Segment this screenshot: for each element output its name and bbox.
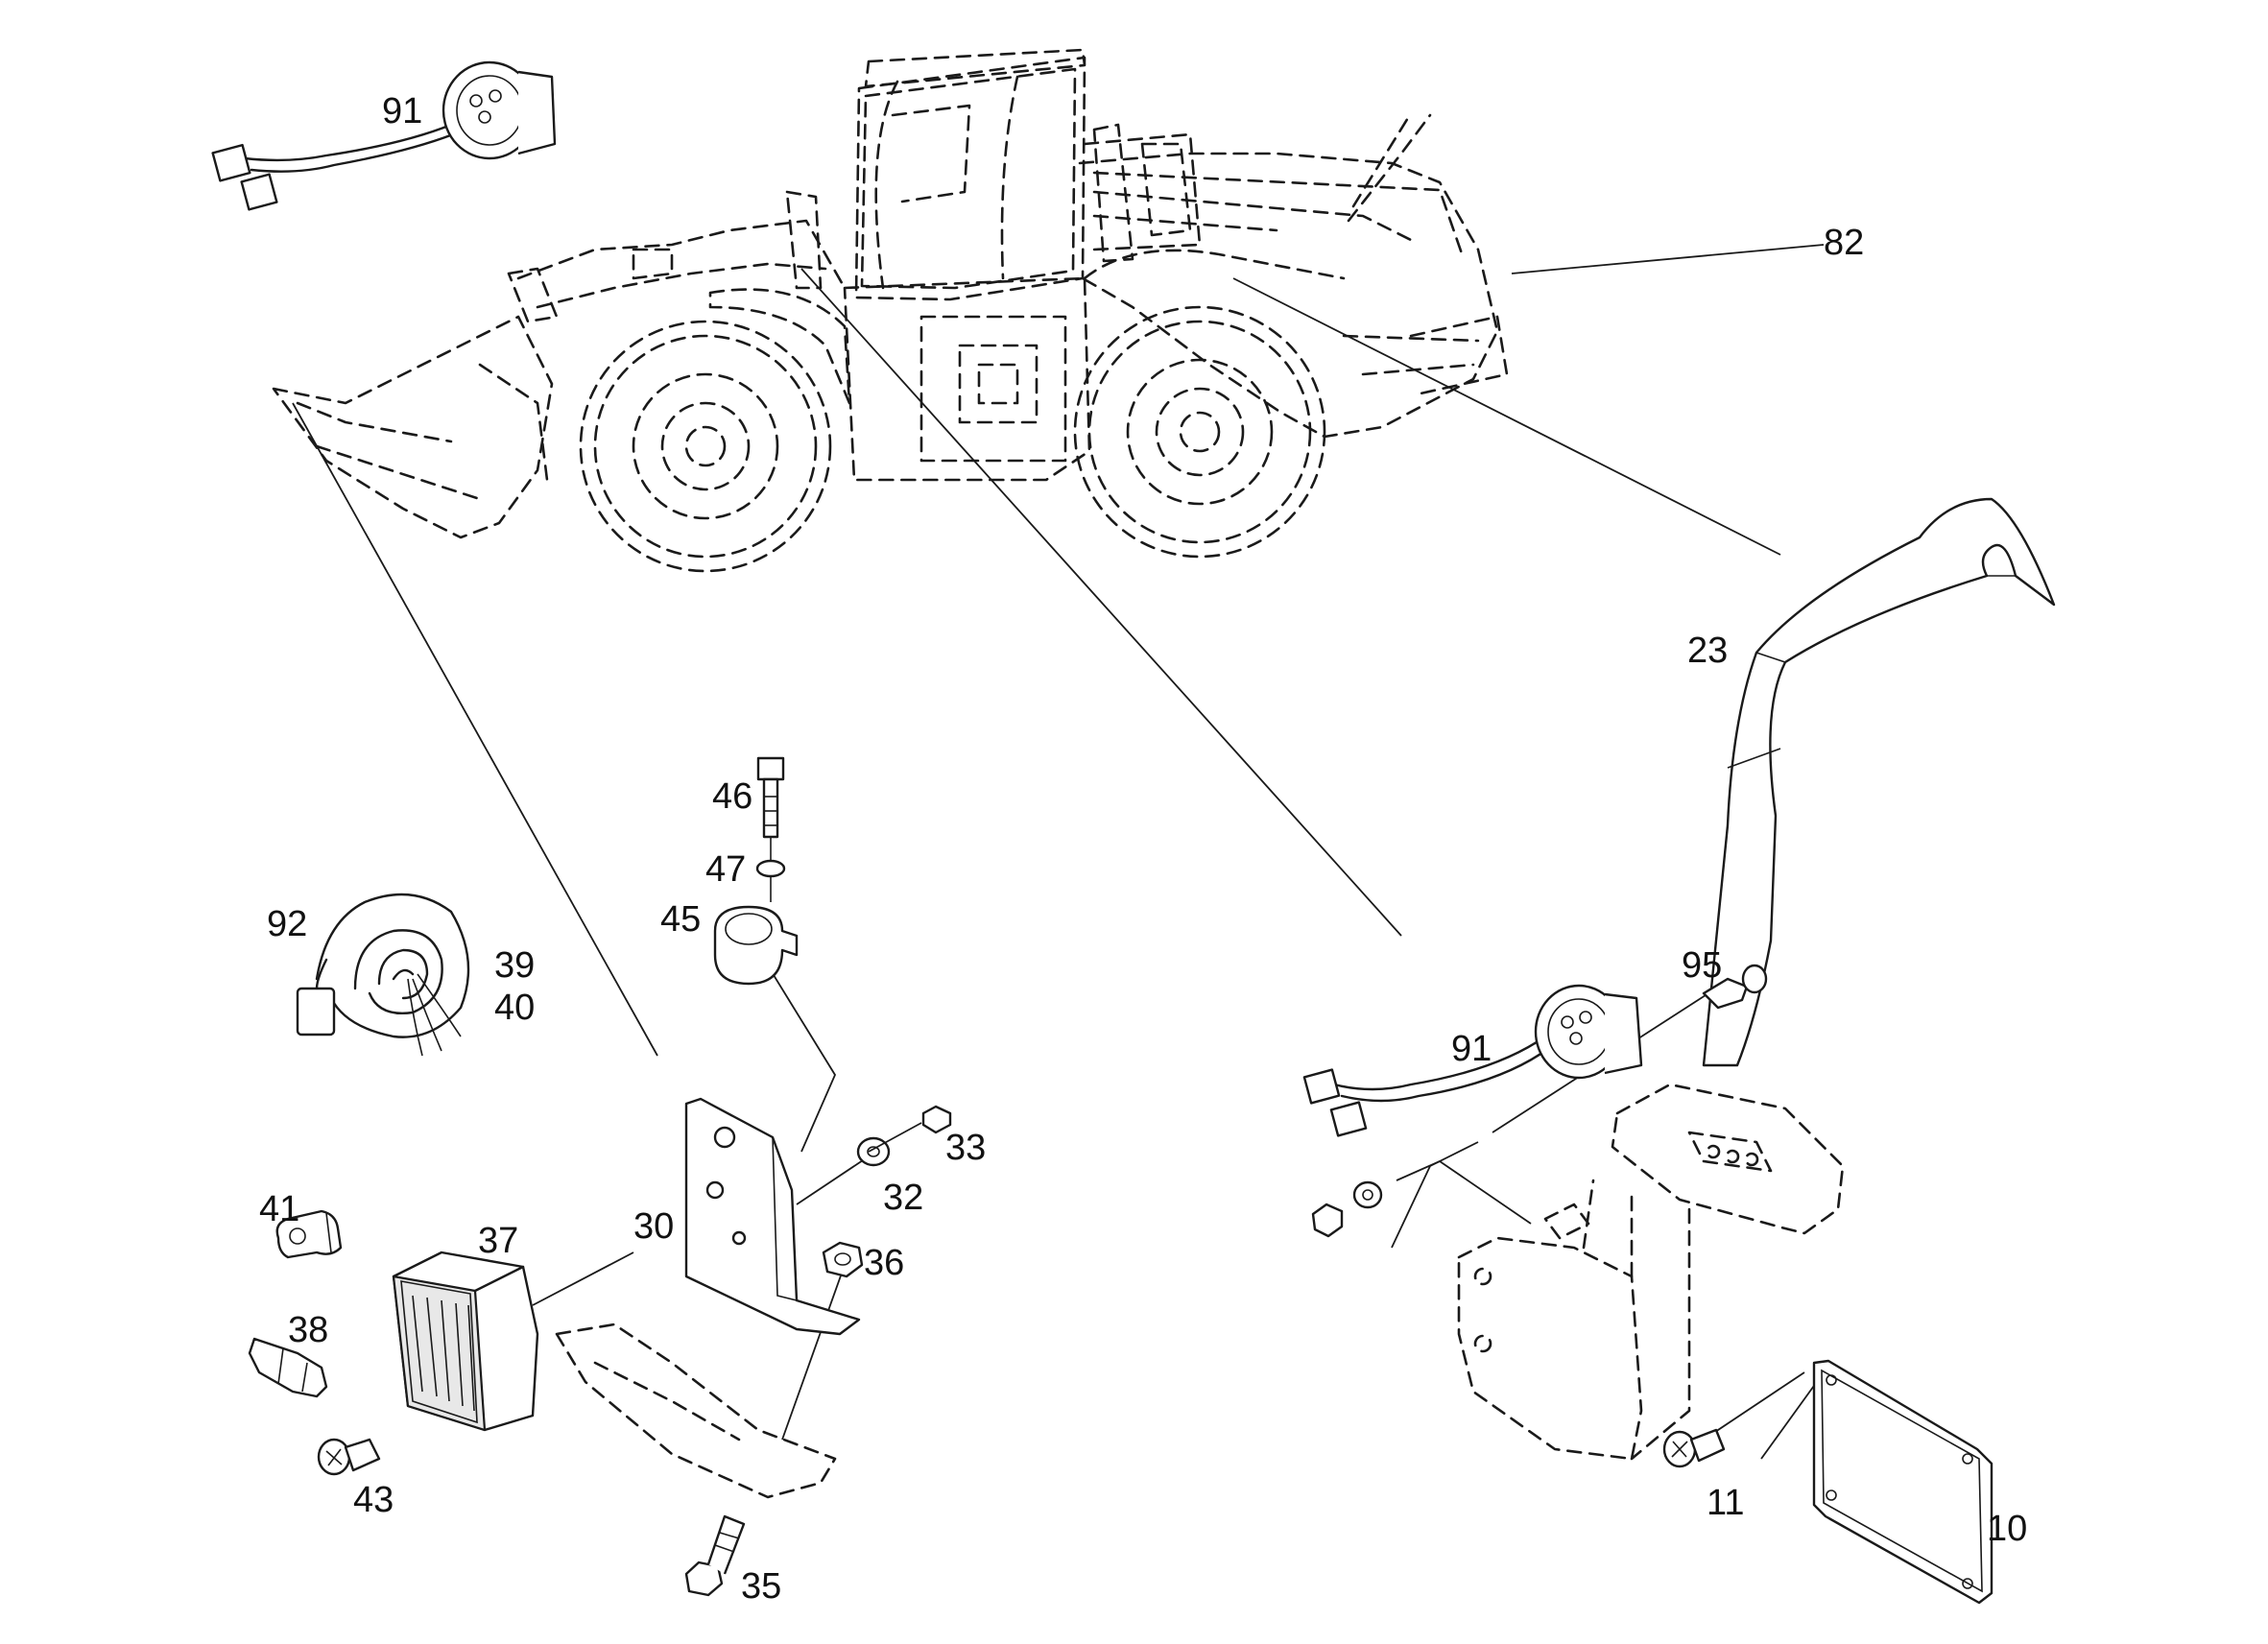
callout-40: 40 — [494, 988, 535, 1028]
washer-nut-right — [1311, 1180, 1383, 1238]
fender-23 — [1702, 497, 2056, 1067]
bolt-35 — [684, 1514, 746, 1597]
connector-harness-91-right — [1302, 984, 1643, 1137]
callout-36: 36 — [864, 1243, 904, 1283]
callout-32: 32 — [883, 1178, 923, 1218]
coiled-cable-92 — [296, 893, 470, 1057]
light-housing-dashed — [1457, 1083, 1845, 1461]
callout-82: 82 — [1824, 223, 1864, 263]
callout-92: 92 — [267, 904, 307, 944]
bracket-30 — [684, 1097, 861, 1336]
callout-labels: 91 82 23 46 47 45 92 39 40 33 32 41 37 3… — [259, 91, 2027, 1607]
screw-11 — [1662, 1428, 1726, 1468]
callout-37: 37 — [478, 1221, 518, 1261]
callout-43: 43 — [353, 1480, 394, 1520]
callout-35: 35 — [741, 1566, 781, 1607]
callout-47: 47 — [705, 849, 746, 890]
callout-30: 30 — [633, 1206, 674, 1247]
callout-10: 10 — [1987, 1509, 2027, 1549]
washer-nut-group — [822, 1105, 952, 1278]
mount-plate-dashed — [555, 1322, 837, 1499]
callout-33: 33 — [945, 1128, 986, 1168]
lamp-37 — [392, 1251, 539, 1432]
bulb-38 — [248, 1337, 328, 1398]
callout-46: 46 — [712, 776, 752, 817]
bulb-41 — [275, 1209, 343, 1259]
cover-plate-10 — [1812, 1359, 1993, 1605]
bolt-washer-clamp-group — [713, 756, 799, 986]
callout-39: 39 — [494, 945, 535, 986]
screw-43 — [317, 1438, 381, 1476]
screw-95 — [1702, 964, 1768, 1010]
callout-11: 11 — [1707, 1483, 1744, 1523]
callout-91-right: 91 — [1451, 1029, 1492, 1069]
callout-91: 91 — [382, 91, 422, 131]
callout-38: 38 — [288, 1310, 328, 1350]
callout-41: 41 — [259, 1189, 299, 1229]
callout-95: 95 — [1682, 945, 1722, 986]
connector-harness-91-top — [211, 60, 557, 211]
wheel-loader-phantom — [272, 48, 1509, 573]
callout-45: 45 — [660, 899, 701, 940]
callout-23: 23 — [1687, 631, 1728, 671]
